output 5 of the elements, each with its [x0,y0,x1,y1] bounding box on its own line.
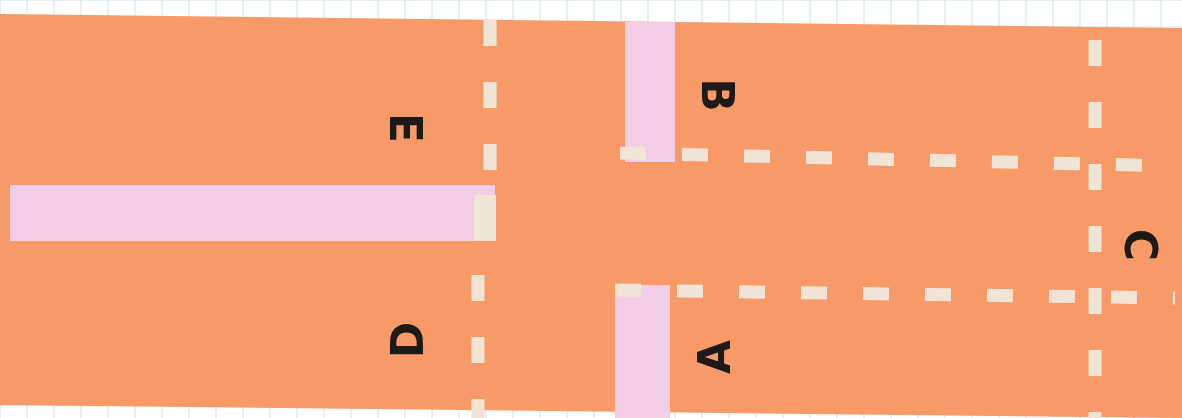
street-letter: E [383,112,428,144]
street-letter: A [693,339,738,375]
street-letter: B [694,78,739,112]
street-letter: D [385,321,430,359]
street-letter: C [1118,228,1163,262]
